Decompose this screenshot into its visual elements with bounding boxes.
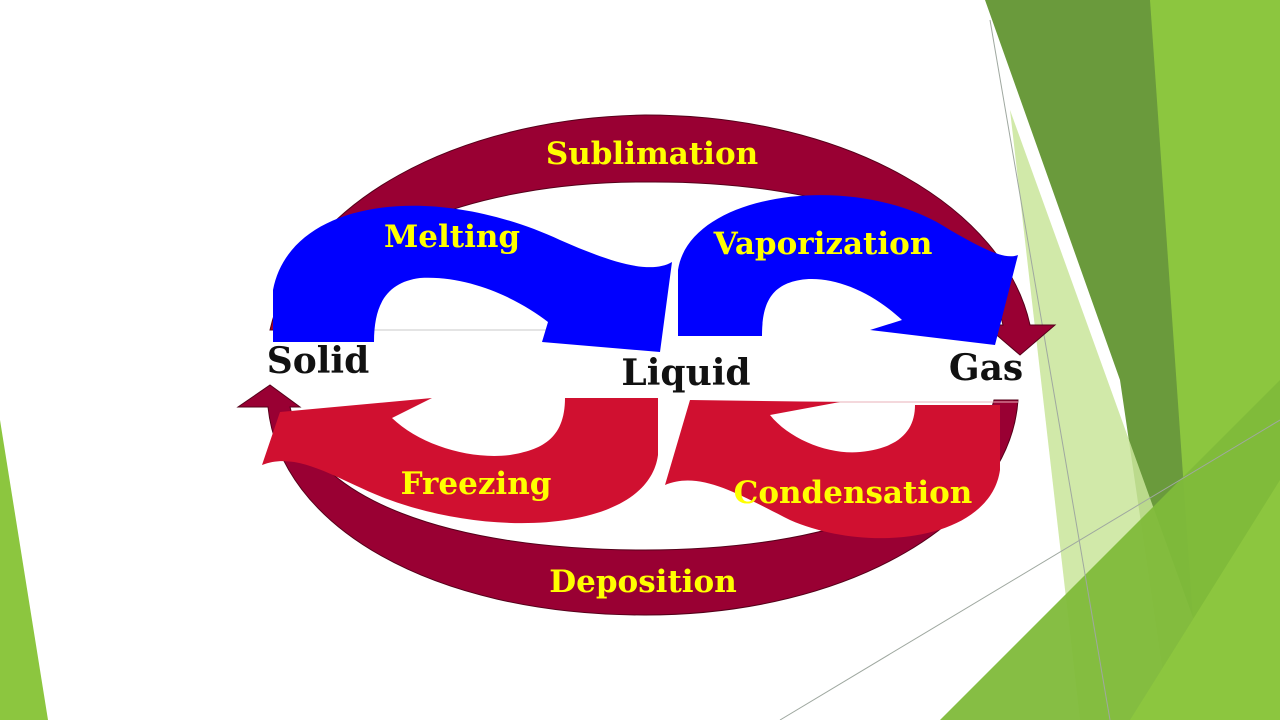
freezing-label: Freezing	[401, 466, 552, 502]
melting-arrow	[273, 205, 672, 352]
melting-label: Melting	[384, 219, 520, 255]
sublimation-arrow	[269, 114, 1057, 356]
facet-bottom-lime	[1130, 480, 1280, 720]
vaporization-label: Vaporization	[713, 226, 933, 262]
gas-label: Gas	[949, 347, 1023, 389]
deposition-label: Deposition	[549, 564, 737, 600]
condensation-arrow	[665, 400, 1000, 539]
sublimation-label: Sublimation	[546, 136, 758, 172]
condensation-label: Condensation	[734, 475, 973, 511]
deposition-arrow	[236, 384, 1019, 616]
vaporization-arrow	[678, 195, 1018, 345]
freezing-arrow	[262, 398, 658, 524]
liquid-label: Liquid	[621, 352, 750, 394]
solid-label: Solid	[267, 340, 370, 382]
facet-thin-line	[989, 19, 1111, 720]
facet-thin-line	[779, 419, 1280, 720]
facet-left-green	[0, 420, 48, 720]
